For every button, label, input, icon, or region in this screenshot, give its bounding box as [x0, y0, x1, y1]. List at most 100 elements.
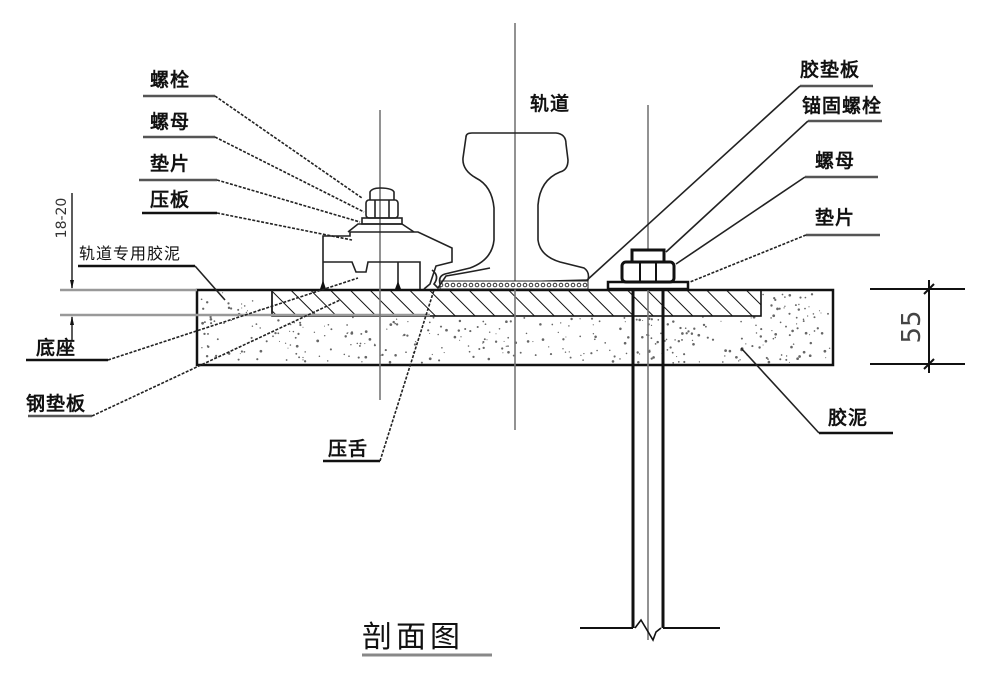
grout-speckle [389, 323, 393, 326]
leader-line [91, 299, 341, 417]
grout-speckle [565, 336, 567, 338]
grout-speckle [557, 331, 559, 334]
grout-speckle [772, 314, 776, 318]
label-nut-right: 螺母 [675, 150, 878, 265]
grout-speckle [767, 360, 771, 364]
grout-speckle [482, 346, 485, 350]
grout-speckle [672, 320, 675, 323]
grout-speckle [779, 321, 782, 324]
grout-speckle [237, 358, 240, 361]
grout-speckle [762, 293, 764, 296]
steel-pad-hatched [271, 289, 762, 317]
grout-speckle [206, 345, 209, 347]
dimension-55: 55 [870, 280, 965, 373]
grout-speckle [774, 298, 777, 302]
label-text: 垫片 [150, 152, 190, 175]
grout-speckle [243, 350, 246, 353]
grout-speckle [356, 342, 359, 345]
grout-speckle [798, 355, 801, 358]
label-washer-left: 垫片 [139, 152, 361, 223]
grout-speckle [739, 359, 741, 361]
grout-speckle [784, 305, 786, 308]
grout-speckle [711, 338, 715, 341]
label-text: 垫片 [815, 206, 855, 229]
grout-speckle [790, 345, 793, 349]
grout-speckle [770, 317, 772, 319]
grout-speckle [666, 349, 669, 351]
grout-speckle [679, 326, 682, 330]
grout-speckle [570, 317, 573, 321]
leader-line [585, 85, 801, 282]
label-text: 压板 [150, 188, 190, 211]
grout-speckle [265, 340, 268, 343]
grout-speckle [802, 320, 805, 323]
grout-speckle [583, 352, 585, 355]
clamp-step [323, 261, 421, 289]
grout-speckle [304, 351, 306, 353]
grout-speckle [495, 333, 497, 335]
grout-speckle [774, 332, 778, 336]
grout-speckle [759, 335, 763, 338]
grout-speckle [222, 292, 224, 294]
grout-speckle [464, 327, 467, 331]
grout-speckle [241, 307, 243, 309]
grout-speckle [683, 353, 686, 356]
grout-speckle [564, 351, 567, 353]
label-text: 螺栓 [150, 68, 190, 91]
grout-speckle [350, 343, 352, 346]
grout-speckle [590, 317, 594, 320]
grout-speckle [650, 324, 653, 327]
grout-speckle [683, 360, 686, 364]
grout-speckle [672, 362, 675, 364]
grout-speckle [364, 343, 366, 345]
grout-speckle [636, 351, 639, 354]
grout-speckle [590, 352, 593, 355]
grout-speckle [549, 353, 553, 356]
grout-speckle [501, 347, 504, 350]
grout-speckle [303, 360, 307, 363]
grout-speckle [523, 316, 526, 319]
grout-speckle [216, 338, 219, 341]
grout-speckle [650, 337, 653, 340]
grout-speckle [762, 344, 764, 346]
grout-speckle [214, 356, 216, 358]
grout-speckle [203, 332, 206, 336]
grout-speckle [472, 355, 475, 359]
grout-speckle [445, 328, 448, 332]
grout-speckle [359, 342, 362, 345]
grout-speckle [705, 325, 707, 328]
grout-speckle [487, 357, 491, 361]
grout-speckle [441, 346, 443, 349]
diagram-title: 剖面图 [362, 620, 492, 657]
leader-line [216, 179, 361, 223]
grout-speckle [812, 313, 815, 315]
grout-speckle [460, 336, 462, 338]
grout-speckle [344, 335, 347, 338]
grout-speckle [458, 319, 462, 323]
grout-speckle [439, 325, 443, 328]
grout-speckle [427, 329, 430, 332]
clamp-tongue [431, 267, 491, 290]
grout-speckle [638, 353, 641, 355]
grout-speckle [482, 320, 485, 323]
grout-speckle [613, 355, 616, 358]
leader-line [689, 234, 807, 283]
grout-speckle [594, 335, 597, 339]
grout-speckle [724, 349, 727, 352]
grout-speckle [641, 336, 644, 339]
grout-speckle [548, 346, 550, 348]
leader-line [107, 277, 359, 361]
grout-speckle [384, 349, 387, 352]
grout-speckle [760, 328, 763, 331]
grout-speckle [360, 332, 363, 335]
grout-speckle [773, 297, 776, 300]
leader-line [665, 120, 809, 253]
grout-speckle [299, 323, 302, 327]
grout-speckle [358, 344, 361, 347]
grout-speckle [361, 361, 363, 363]
grout-speckle [795, 316, 798, 319]
weld-mark [320, 280, 326, 289]
grout-speckle [227, 306, 231, 310]
label-text: 胶垫板 [800, 58, 860, 81]
grout-speckle [525, 332, 528, 335]
